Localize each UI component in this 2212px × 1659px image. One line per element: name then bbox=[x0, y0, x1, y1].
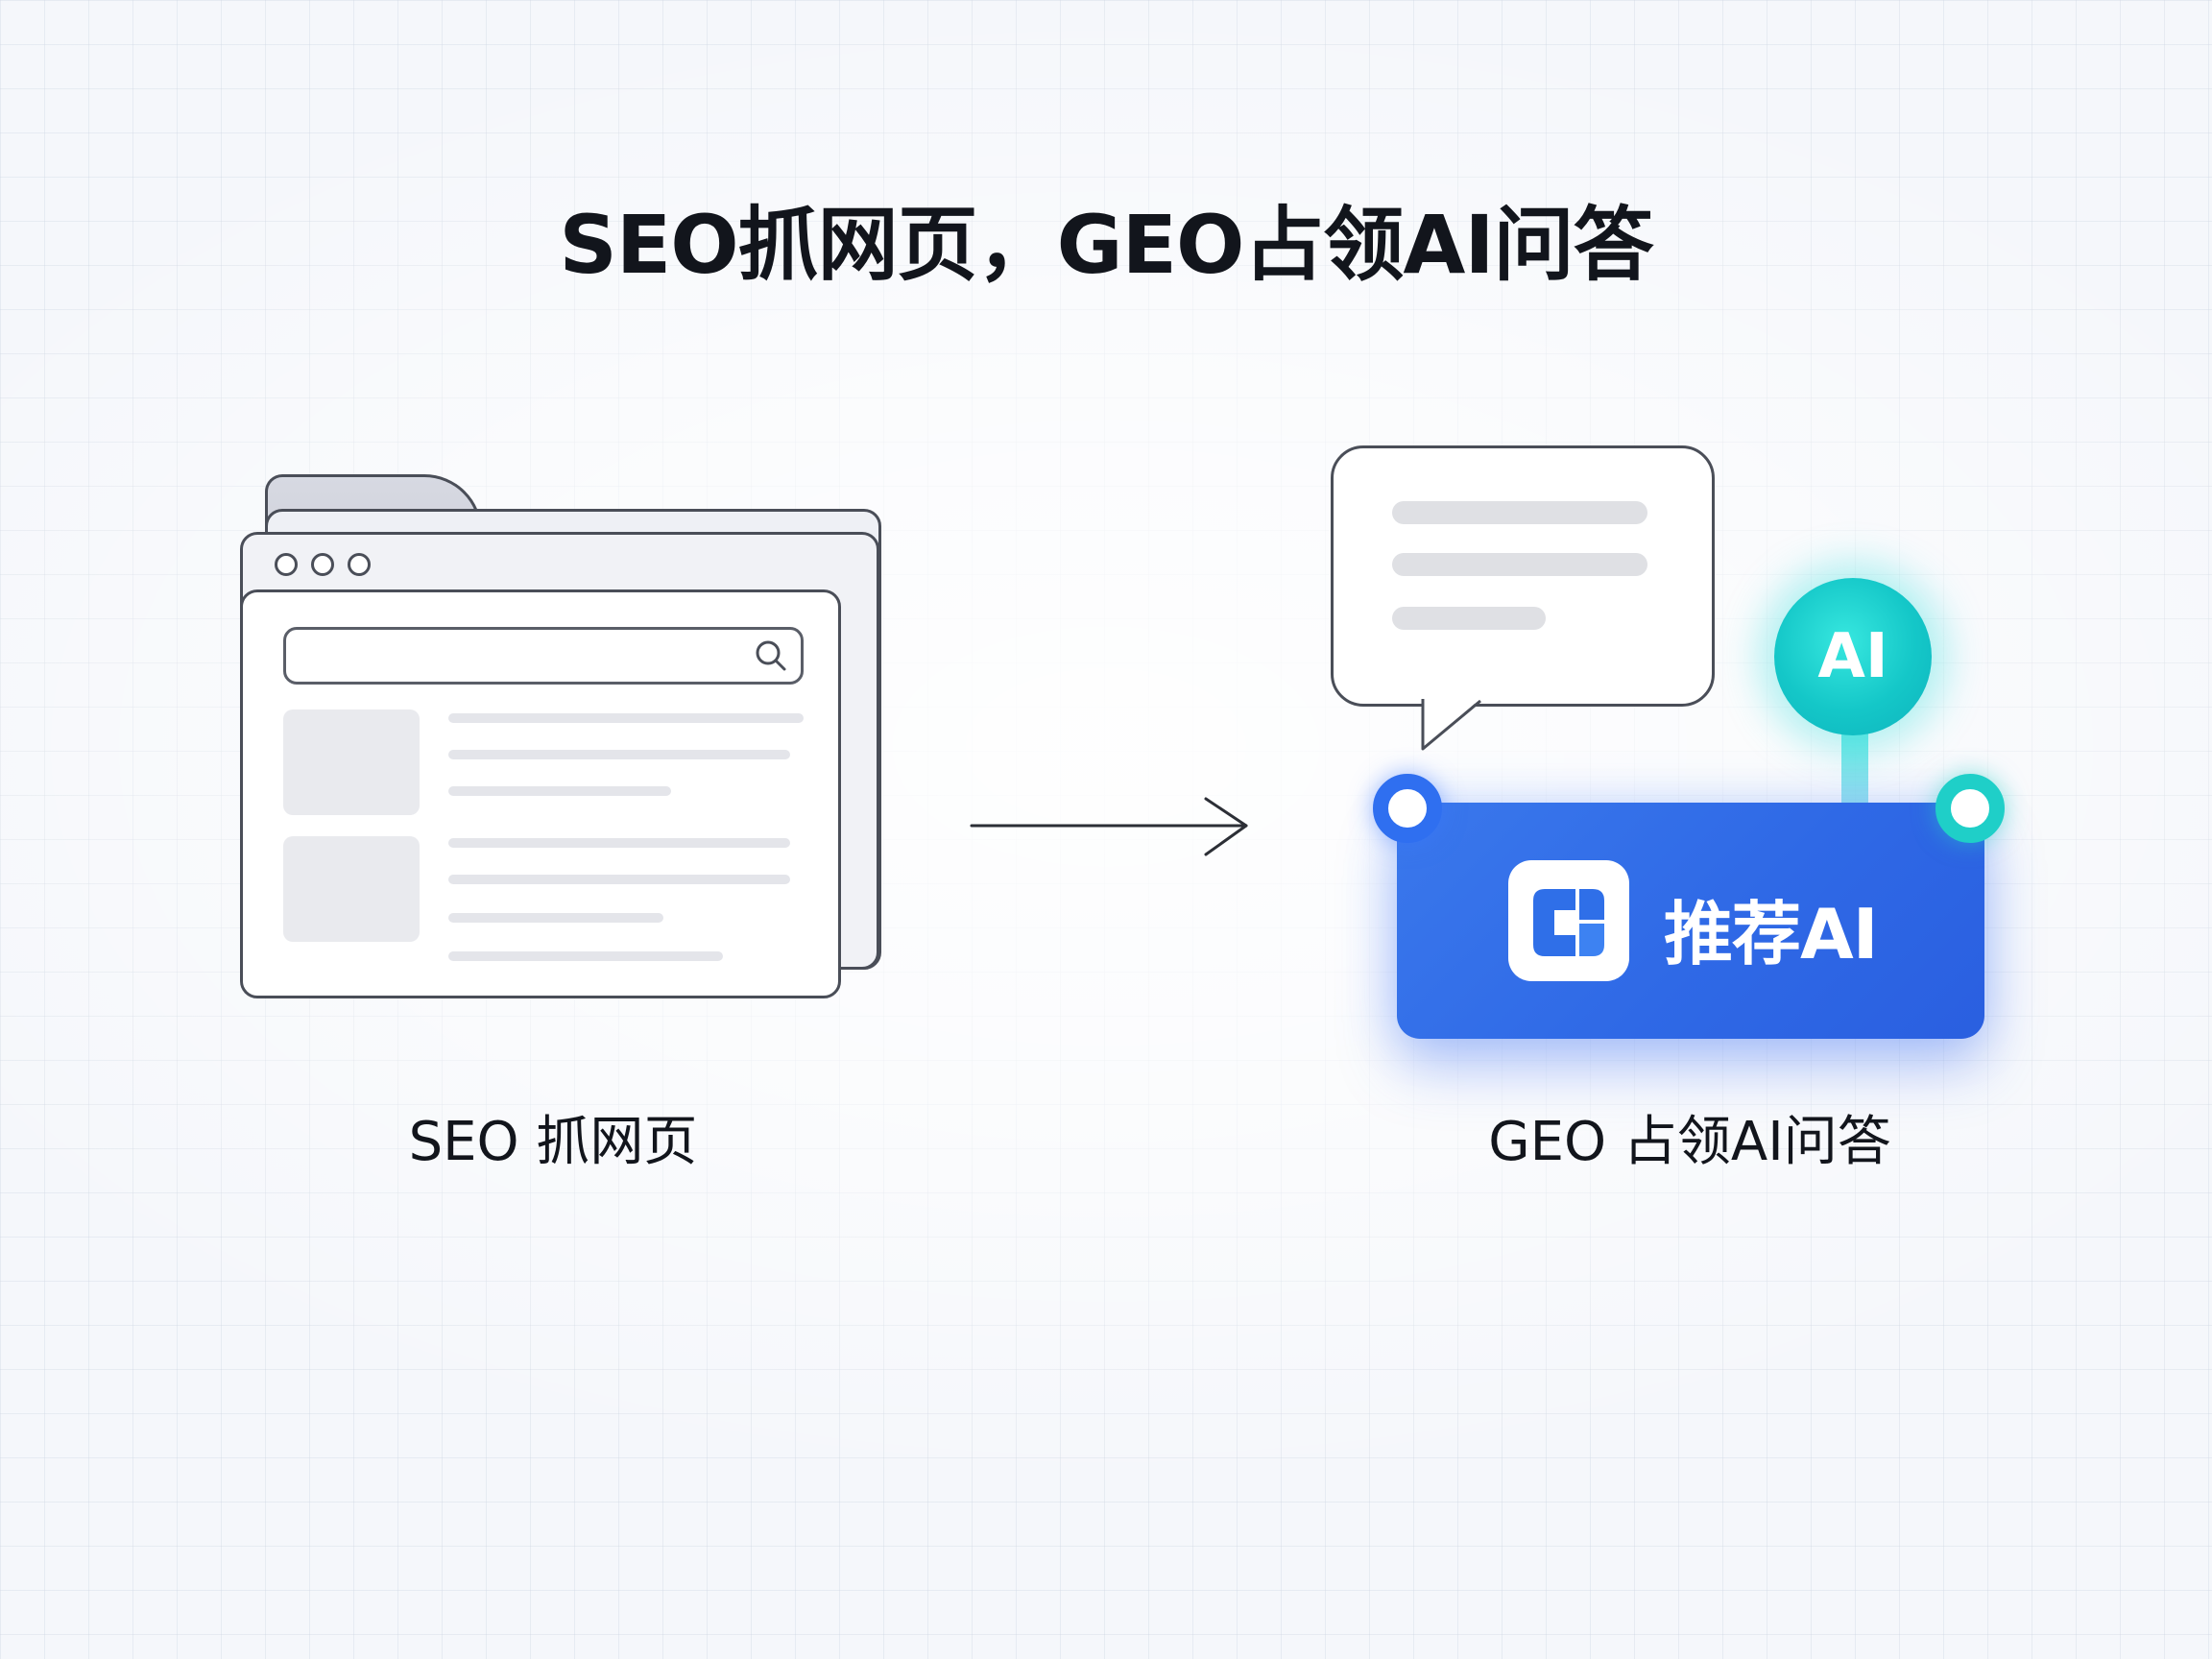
result-thumbnail bbox=[283, 836, 420, 942]
geo-caption: GEO 占领AI问答 bbox=[1488, 1111, 1891, 1173]
browser-page bbox=[240, 589, 841, 998]
search-bar bbox=[283, 627, 804, 685]
card-pin-left bbox=[1373, 774, 1442, 843]
window-dot-icon bbox=[275, 553, 298, 576]
bubble-text-line bbox=[1392, 501, 1647, 524]
text-line bbox=[448, 786, 671, 796]
card-pin-right bbox=[1936, 774, 2005, 843]
text-line bbox=[448, 875, 790, 884]
app-logo-icon bbox=[1508, 860, 1629, 981]
text-line bbox=[448, 713, 804, 723]
arrow-right-icon bbox=[970, 797, 1248, 856]
window-controls bbox=[275, 553, 371, 576]
chat-bubble-icon bbox=[1331, 445, 1715, 707]
recommend-ai-label: 推荐AI bbox=[1664, 894, 1879, 974]
search-icon bbox=[756, 640, 786, 671]
result-thumbnail bbox=[283, 709, 420, 815]
window-dot-icon bbox=[348, 553, 371, 576]
text-line bbox=[448, 838, 790, 848]
text-line bbox=[448, 951, 723, 961]
window-dot-icon bbox=[311, 553, 334, 576]
ai-badge-icon: AI bbox=[1774, 578, 1932, 735]
diagram-title: SEO抓网页，GEO占领AI问答 bbox=[559, 198, 1653, 292]
seo-browser-illustration bbox=[230, 470, 883, 1008]
chat-bubble-tail bbox=[1421, 697, 1482, 751]
text-line bbox=[448, 913, 663, 923]
seo-caption: SEO 抓网页 bbox=[408, 1111, 698, 1173]
text-line bbox=[448, 750, 790, 759]
bubble-text-line bbox=[1392, 607, 1546, 630]
bubble-text-line bbox=[1392, 553, 1647, 576]
recommend-ai-card: 推荐AI bbox=[1397, 803, 1984, 1039]
